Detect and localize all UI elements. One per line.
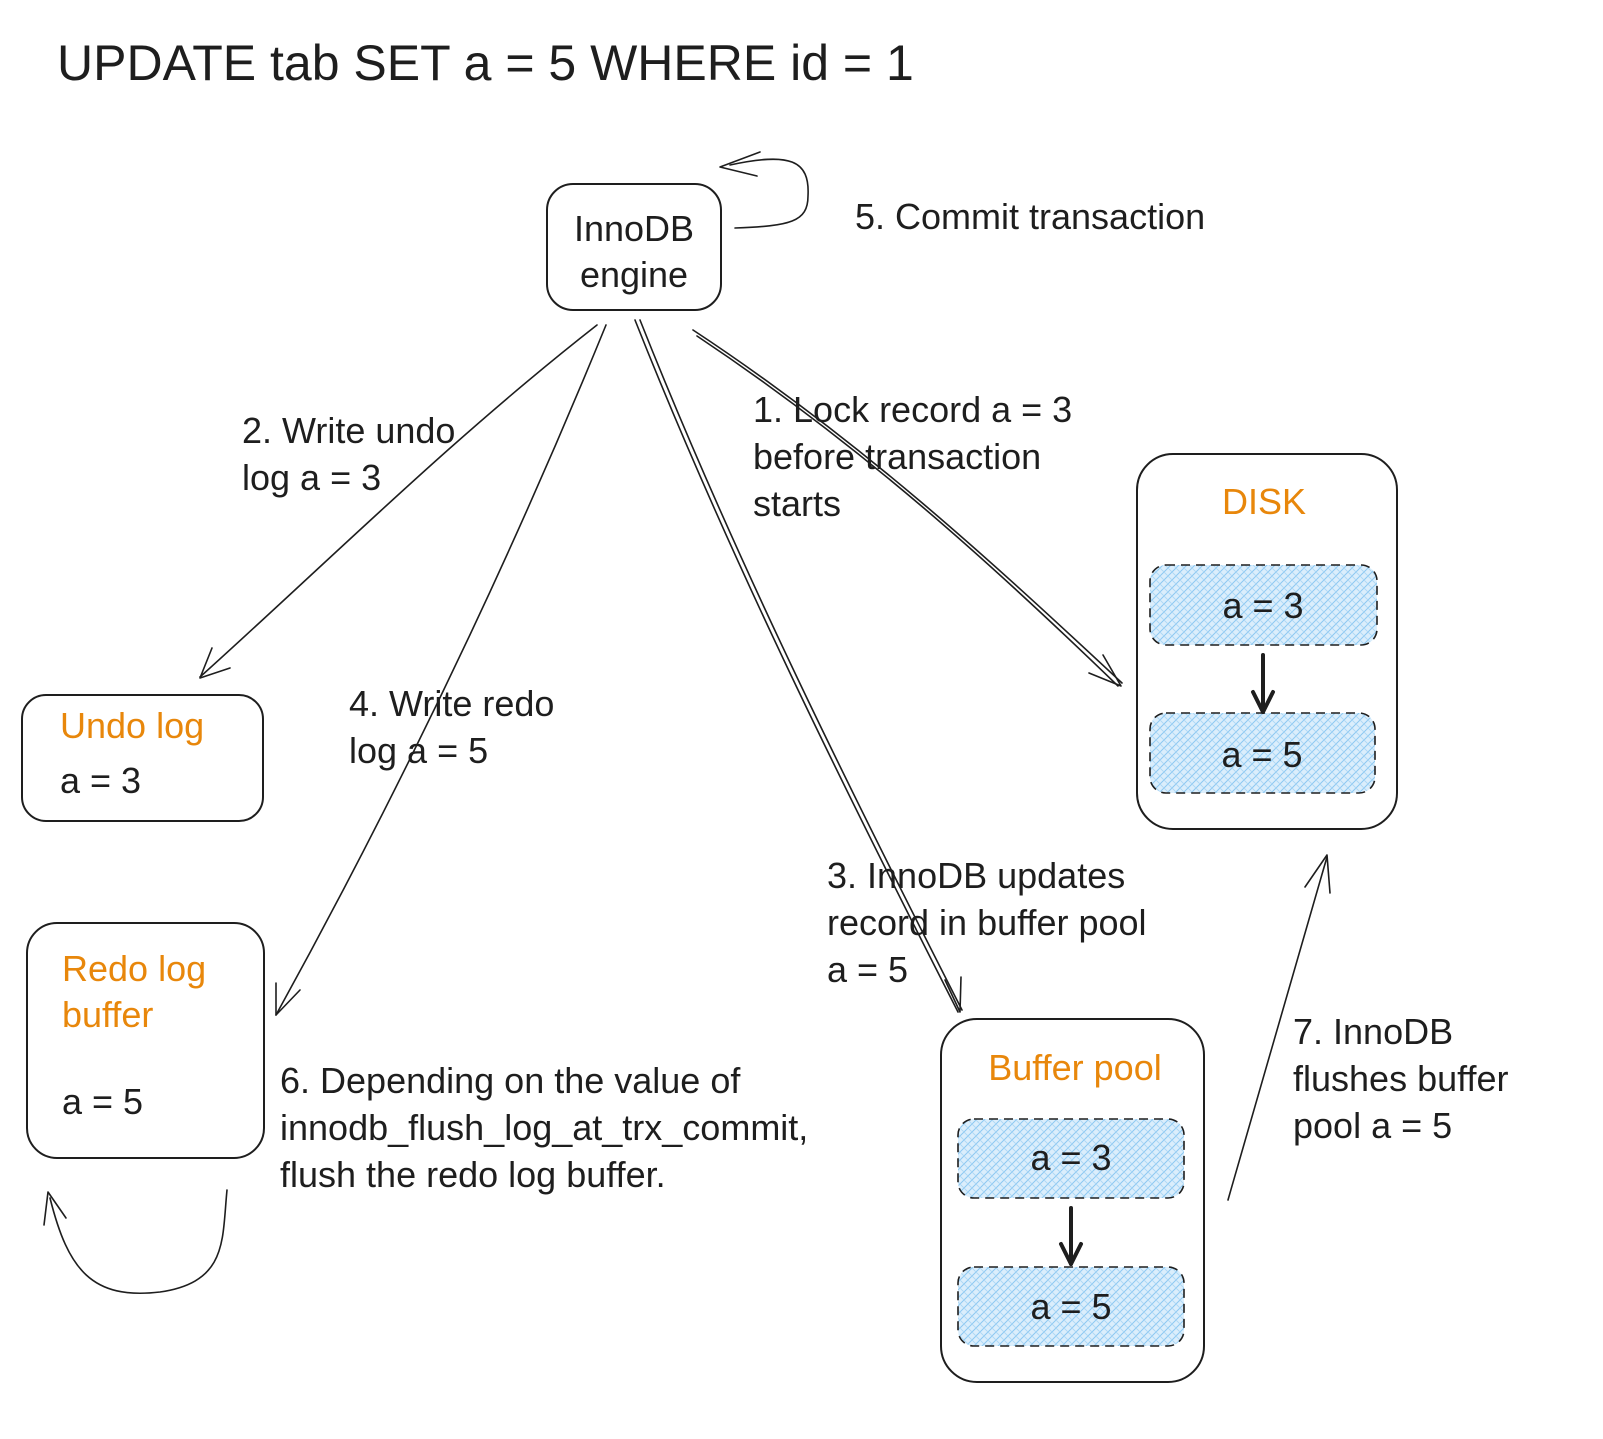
step4-label: 4. Write redo log a = 5	[349, 683, 554, 771]
buffer-pool-box: Buffer pool a = 3 a = 5	[940, 1018, 1205, 1383]
step2-line-2: log a = 3	[242, 457, 381, 498]
step1-label: 1. Lock record a = 3 before transaction …	[753, 389, 1072, 524]
buffer-pool-title: Buffer pool	[988, 1047, 1161, 1088]
step5-line-1: 5. Commit transaction	[855, 196, 1205, 237]
buffer-pool-record-old-label: a = 3	[1030, 1137, 1111, 1178]
undo-log-box: Undo log a = 3	[21, 694, 264, 822]
step6-line-2: innodb_flush_log_at_trx_commit,	[280, 1107, 808, 1148]
step3-line-1: 3. InnoDB updates	[827, 855, 1125, 896]
step7-label: 7. InnoDB flushes buffer pool a = 5	[1293, 1011, 1508, 1146]
diagram-title: UPDATE tab SET a = 5 WHERE id = 1	[57, 35, 914, 91]
redo-log-buffer-value: a = 5	[62, 1081, 143, 1122]
step5-label: 5. Commit transaction	[855, 196, 1205, 237]
buffer-pool-update-arrow	[1059, 1206, 1083, 1266]
commit-loop-arrow	[719, 151, 809, 229]
disk-record-old-label: a = 3	[1222, 585, 1303, 626]
step6-line-3: flush the redo log buffer.	[280, 1154, 666, 1195]
redo-log-buffer-box: Redo log buffer a = 5	[26, 922, 265, 1159]
step1-line-2: before transaction	[753, 436, 1041, 477]
step2-line-1: 2. Write undo	[242, 410, 455, 451]
redo-log-buffer-title-line-2: buffer	[62, 994, 153, 1035]
step3-label: 3. InnoDB updates record in buffer pool …	[827, 855, 1147, 990]
step6-line-1: 6. Depending on the value of	[280, 1060, 741, 1101]
engine-label-line-2: engine	[580, 254, 688, 295]
arrow-write-redo	[275, 324, 607, 1016]
step7-line-3: pool a = 5	[1293, 1105, 1452, 1146]
undo-log-value: a = 3	[60, 760, 141, 801]
step1-line-1: 1. Lock record a = 3	[753, 389, 1072, 430]
step4-line-2: log a = 5	[349, 730, 488, 771]
step2-label: 2. Write undo log a = 3	[242, 410, 455, 498]
step3-line-3: a = 5	[827, 949, 908, 990]
disk-title: DISK	[1222, 481, 1306, 522]
step7-line-1: 7. InnoDB	[1293, 1011, 1453, 1052]
disk-record-new-label: a = 5	[1221, 734, 1302, 775]
disk-record-old	[1149, 564, 1378, 646]
disk-box: DISK a = 3 a = 5	[1136, 453, 1398, 830]
arrow-lock-record	[692, 329, 1123, 687]
step3-line-2: record in buffer pool	[827, 902, 1147, 943]
buffer-pool-record-old	[957, 1118, 1185, 1199]
step1-line-3: starts	[753, 483, 841, 524]
buffer-pool-record-new-label: a = 5	[1030, 1286, 1111, 1327]
step7-line-2: flushes buffer	[1293, 1058, 1508, 1099]
disk-update-arrow	[1251, 653, 1275, 714]
redo-log-buffer-title-line-1: Redo log	[62, 948, 206, 989]
buffer-pool-record-new	[957, 1266, 1185, 1347]
step4-line-1: 4. Write redo	[349, 683, 554, 724]
arrow-update-buffer-pool	[634, 319, 963, 1013]
engine-label-line-1: InnoDB	[574, 208, 694, 249]
undo-log-title: Undo log	[60, 705, 204, 746]
step6-label: 6. Depending on the value of innodb_flus…	[280, 1060, 808, 1195]
redo-flush-loop-arrow	[43, 1189, 228, 1294]
arrow-flush-buffer-pool	[1227, 854, 1331, 1201]
arrow-write-undo	[199, 324, 598, 679]
innodb-engine-box: InnoDB engine	[546, 183, 722, 311]
